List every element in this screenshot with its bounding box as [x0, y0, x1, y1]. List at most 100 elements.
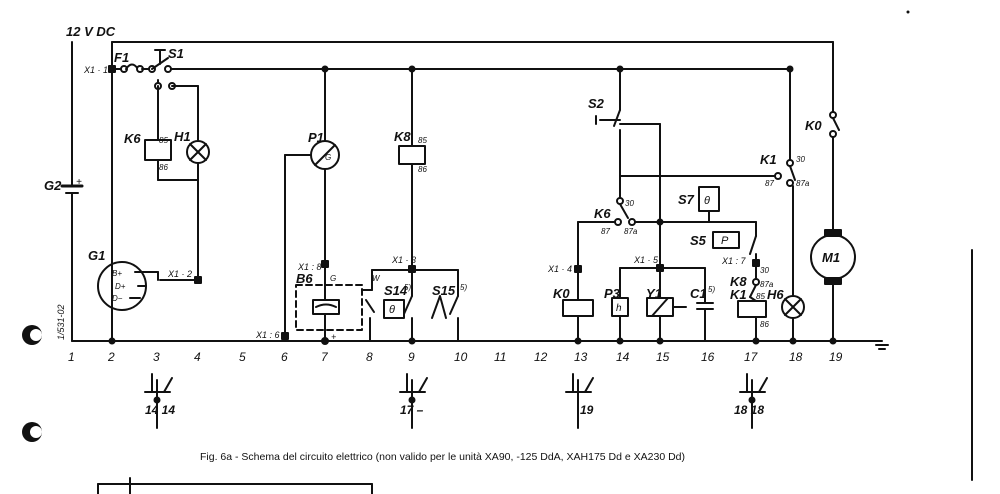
label-k8-contact: K8 — [730, 274, 747, 289]
gauge-g: G — [325, 153, 331, 162]
hour-meter-p3 — [612, 268, 628, 341]
terminal-x1-5: X1 · 5 — [633, 255, 659, 265]
alternator-g1 — [98, 262, 158, 310]
column-number: 10 — [454, 350, 468, 364]
theta-s14: θ — [389, 304, 395, 316]
switch-s5 — [713, 222, 759, 297]
cross-ref-19-text: 19 — [580, 403, 594, 417]
side-code: 1/531-02 — [56, 304, 66, 340]
switch-s14 — [384, 270, 412, 341]
label-s14: S14 — [384, 283, 408, 298]
column-number: 11 — [494, 350, 506, 364]
pin-87: 87 — [765, 179, 774, 188]
capacitor-c1 — [697, 268, 713, 341]
terminal-x1-3: X1 · 3 — [391, 255, 416, 265]
column-number: 7 — [321, 350, 329, 364]
solenoid-y1 — [647, 268, 686, 341]
alt-d-minus: D− — [112, 294, 123, 303]
label-s7: S7 — [678, 192, 695, 207]
column-number: 5 — [239, 350, 246, 364]
pressure-p: P — [721, 235, 729, 247]
pin-g: G — [330, 274, 336, 283]
hour-h: h — [616, 303, 622, 314]
column-number: 13 — [574, 350, 588, 364]
label-k1: K1 — [760, 152, 777, 167]
label-p1: P1 — [308, 130, 324, 145]
pin-87a: 87a — [760, 280, 774, 289]
pin-86: 86 — [159, 163, 168, 172]
ground-rail — [72, 341, 888, 349]
cross-ref-14-text: 14 14 — [145, 403, 175, 417]
pin-87a: 87a — [796, 179, 810, 188]
column-number: 12 — [534, 350, 548, 364]
pin-86: 86 — [760, 320, 769, 329]
fuse-f1 — [121, 65, 152, 73]
column-number: 9 — [408, 350, 415, 364]
pin-30: 30 — [796, 155, 805, 164]
ground-junctions — [109, 66, 836, 344]
alt-b-plus: B+ — [112, 269, 122, 278]
column-number: 18 — [789, 350, 803, 364]
terminal-x1-8: X1 : 8 — [297, 262, 322, 272]
cross-ref-14 — [145, 374, 172, 428]
battery-g2 — [62, 42, 82, 341]
pin-plus: + — [331, 332, 336, 342]
column-number: 3 — [153, 350, 160, 364]
next-figure-fragment — [98, 478, 372, 494]
cross-ref-18-text: 18 18 — [734, 403, 764, 417]
note-5: 5) — [708, 285, 715, 294]
column-number: 6 — [281, 350, 288, 364]
label-g1: G1 — [88, 248, 105, 263]
pin-85: 85 — [418, 136, 427, 145]
lamp-h1 — [160, 86, 209, 283]
pin-85: 85 — [756, 292, 765, 301]
supply-rail — [112, 42, 833, 112]
pin-30: 30 — [625, 199, 634, 208]
label-y1: Y1 — [646, 286, 662, 301]
binder-hole-upper — [22, 325, 42, 345]
note-5: 5) — [460, 283, 467, 292]
label-h6: H6 — [767, 287, 784, 302]
terminal-x1-1: X1 · 1 — [83, 65, 108, 75]
page-dot — [906, 10, 910, 14]
terminal-x1-4: X1 · 4 — [547, 264, 572, 274]
terminal-x1-2: X1 · 2 — [167, 269, 192, 279]
label-s5: S5 — [690, 233, 707, 248]
binder-hole-lower — [22, 422, 42, 442]
gauge-p1 — [282, 69, 339, 341]
label-c1: C1 — [690, 286, 707, 301]
label-s15: S15 — [432, 283, 456, 298]
column-number: 1 — [68, 350, 75, 364]
alt-d-plus: D+ — [115, 282, 126, 291]
cross-ref-17 — [400, 374, 427, 428]
column-number: 8 — [366, 350, 373, 364]
relay-k6-coil — [145, 86, 198, 180]
label-k0-coil: K0 — [553, 286, 570, 301]
pin-w: W — [372, 274, 381, 283]
motor-m1 — [811, 230, 855, 341]
pin-85: 85 — [159, 136, 168, 145]
label-k6-contact: K6 — [594, 206, 611, 221]
label-b6: B6 — [296, 271, 313, 286]
cross-ref-17-text: 17 – — [400, 403, 424, 417]
column-number: 14 — [616, 350, 630, 364]
column-number: 17 — [744, 350, 759, 364]
cross-ref-18 — [740, 374, 767, 428]
pin-86: 86 — [418, 165, 427, 174]
relay-k1-contact — [620, 69, 795, 295]
supply-label: 12 V DC — [66, 24, 116, 39]
column-number: 4 — [194, 350, 201, 364]
figure-caption: Fig. 6a - Schema del circuito elettrico … — [200, 451, 685, 463]
switch-s15 — [432, 270, 458, 341]
battery-plus: + — [76, 177, 82, 188]
theta-s7: θ — [704, 195, 710, 207]
sender-b6 — [296, 267, 374, 344]
column-number: 15 — [656, 350, 670, 364]
note-5: 5) — [404, 283, 411, 292]
sensor-s7 — [699, 187, 719, 222]
label-k6: K6 — [124, 131, 141, 146]
label-s1: S1 — [168, 46, 184, 61]
pin-30: 30 — [760, 266, 769, 275]
relay-k0-coil — [563, 300, 593, 341]
